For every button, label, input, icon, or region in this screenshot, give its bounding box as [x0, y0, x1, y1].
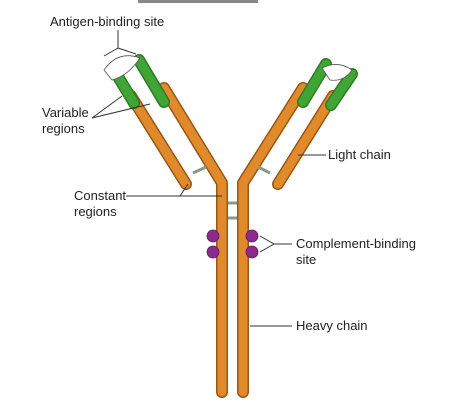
left-heavy-chain-fill	[159, 83, 227, 397]
variable-regions-label-line1: Variable	[42, 105, 89, 120]
complement-binding-site-label-line1: Complement-binding	[296, 236, 416, 251]
disulfide-bonds	[192, 165, 271, 220]
antigen-binding-leader	[103, 30, 119, 57]
complement-binding-site-label-line2: site	[296, 252, 316, 267]
right-heavy-variable-fill	[298, 59, 331, 107]
left-interchain-bond	[192, 165, 207, 175]
complement-site-dot	[206, 245, 220, 259]
right-light-chain-fill	[273, 91, 338, 189]
heavy-chain-label: Heavy chain	[296, 318, 368, 333]
right-heavy-chain-fill	[238, 83, 308, 397]
left-light-chain-fill	[126, 91, 191, 189]
antigen-binding-leader-branch	[117, 47, 137, 55]
complement-binding-site	[206, 229, 259, 259]
variable-regions-leader-1	[91, 95, 123, 119]
right-interchain-bond	[257, 165, 271, 175]
antigen-binding-site-label: Antigen-binding site	[50, 14, 164, 29]
left-antigen-binding-pocket	[103, 55, 141, 81]
constant-regions-label-line1: Constant	[74, 188, 126, 203]
light-chain-label: Light chain	[328, 147, 391, 162]
heavy-chains	[158, 82, 309, 398]
constant-regions-label-line2: regions	[74, 204, 117, 219]
variable-regions-leader-2	[91, 103, 151, 119]
variable-regions	[108, 54, 358, 111]
cropped-header-text	[138, 0, 258, 3]
complement-site-dot	[206, 229, 220, 243]
complement-site-dot	[245, 245, 259, 259]
constant-regions-leader-1	[126, 183, 189, 197]
complement-site-dot	[245, 229, 259, 243]
leader-lines	[91, 30, 326, 327]
light-chains	[125, 90, 339, 190]
right-antigen-binding-pocket	[321, 64, 353, 81]
right-light-variable-fill	[326, 69, 357, 110]
variable-regions-label-line2: regions	[42, 121, 85, 136]
left-heavy-variable-fill	[134, 55, 169, 107]
complement-leader	[259, 235, 276, 253]
